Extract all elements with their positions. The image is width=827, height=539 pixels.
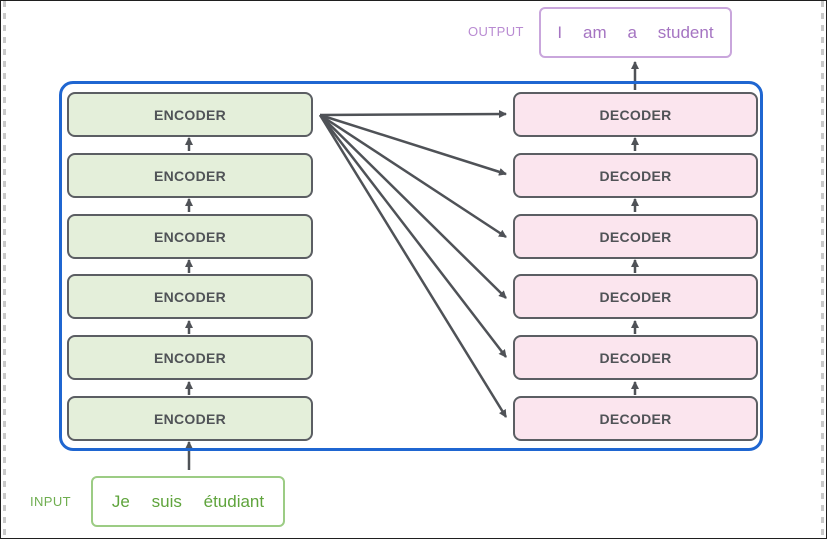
encoder-decoder-attention-arrow [319, 110, 507, 119]
encoder-block: ENCODER [67, 153, 313, 198]
left-edge-decoration [3, 1, 6, 538]
input-word: étudiant [203, 491, 265, 511]
output-word: student [657, 22, 714, 42]
decoder-block: DECODER [513, 335, 758, 380]
output-sentence-box: I am a student [539, 7, 732, 58]
decoder-block: DECODER [513, 92, 758, 137]
decoder-block: DECODER [513, 274, 758, 319]
encoder-decoder-attention-arrow [319, 113, 507, 239]
encoder-decoder-attention-arrow [319, 113, 507, 176]
output-label: OUTPUT [468, 24, 524, 39]
right-edge-decoration [821, 1, 824, 538]
encoder-block: ENCODER [67, 274, 313, 319]
decoder-block: DECODER [513, 396, 758, 441]
encoder-block: ENCODER [67, 335, 313, 380]
output-word: I [557, 22, 563, 42]
encoder-decoder-attention-arrow [319, 114, 507, 299]
encoder-decoder-attention-arrow [318, 114, 508, 418]
decoder-block: DECODER [513, 214, 758, 259]
transformer-stack-frame [59, 81, 763, 451]
input-word: Je [111, 491, 130, 511]
encoder-block: ENCODER [67, 396, 313, 441]
decoder-block: DECODER [513, 153, 758, 198]
input-label: INPUT [30, 494, 71, 509]
encoder-block: ENCODER [67, 92, 313, 137]
input-sentence-box: Je suis étudiant [91, 476, 285, 527]
encoder-decoder-attention-arrow [319, 114, 507, 358]
output-word: a [627, 22, 637, 42]
output-word: am [583, 22, 607, 42]
encoder-block: ENCODER [67, 214, 313, 259]
input-word: suis [151, 491, 182, 511]
